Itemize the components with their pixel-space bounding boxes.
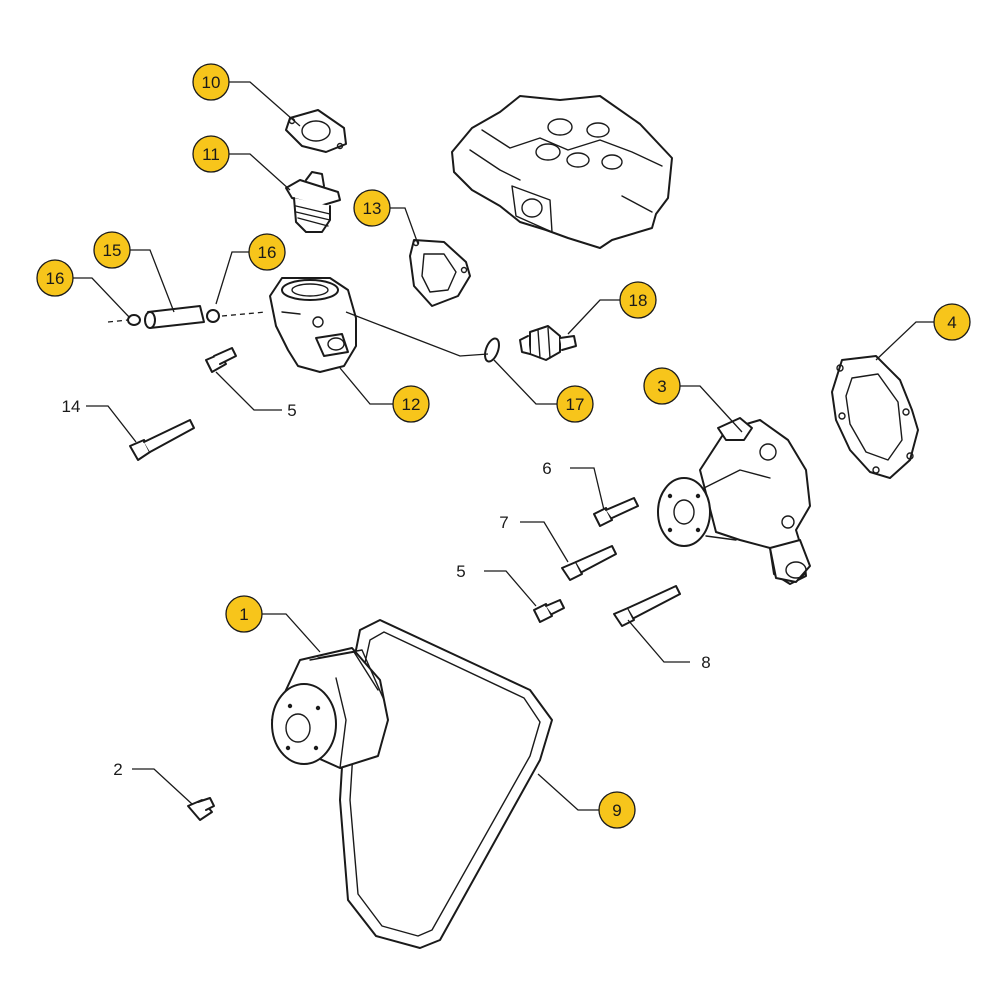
- callout-16-left: 16: [36, 259, 74, 297]
- callout-9: 9: [598, 791, 636, 829]
- leader-lines: [73, 81, 935, 811]
- water-pump: [657, 417, 811, 585]
- callout-5-upper: 5: [287, 401, 296, 420]
- outlet-o-ring: [484, 337, 500, 363]
- callout-7: 7: [499, 513, 508, 532]
- temperature-sender: [519, 325, 577, 361]
- water-pump-gasket: [831, 355, 919, 479]
- svg-text:11: 11: [202, 145, 220, 164]
- svg-text:16: 16: [258, 243, 277, 262]
- callout-13: 13: [353, 189, 391, 227]
- engine-block-fragment: [451, 95, 673, 249]
- callout-18: 18: [619, 281, 657, 319]
- callout-10: 10: [192, 63, 230, 101]
- svg-text:12: 12: [402, 395, 421, 414]
- callout-12: 12: [392, 385, 430, 423]
- thermostat-housing-gasket: [409, 239, 471, 307]
- thermostat-cover-gasket: [285, 109, 347, 153]
- bolt-8: [613, 585, 681, 627]
- callout-16-right: 16: [248, 233, 286, 271]
- svg-text:17: 17: [566, 395, 585, 414]
- thermostat-housing: [269, 277, 357, 373]
- bolt-5-lower: [533, 599, 565, 623]
- bypass-pipe-and-o-rings: [107, 305, 267, 329]
- svg-text:4: 4: [947, 313, 956, 332]
- callout-17: 17: [556, 385, 594, 423]
- svg-text:15: 15: [103, 241, 122, 260]
- svg-text:9: 9: [612, 801, 621, 820]
- bolt-7: [561, 545, 617, 581]
- drive-belt: [339, 619, 553, 949]
- bolt-6: [593, 497, 639, 527]
- svg-text:10: 10: [202, 73, 221, 92]
- bolt-2: [187, 797, 215, 821]
- svg-text:3: 3: [657, 377, 666, 396]
- svg-text:18: 18: [629, 291, 648, 310]
- callout-2: 2: [113, 760, 122, 779]
- callout-5-lower: 5: [456, 562, 465, 581]
- callout-14: 14: [62, 397, 81, 416]
- svg-text:1: 1: [239, 605, 248, 624]
- thermostat: [285, 171, 341, 233]
- svg-text:13: 13: [363, 199, 382, 218]
- callout-4: 4: [933, 303, 971, 341]
- callout-11: 11: [192, 135, 230, 173]
- callout-15: 15: [93, 231, 131, 269]
- bolt-14: [129, 419, 195, 461]
- svg-text:16: 16: [46, 269, 65, 288]
- bolt-5-upper: [205, 347, 237, 373]
- callout-3: 3: [643, 367, 681, 405]
- callout-1: 1: [225, 595, 263, 633]
- callout-8: 8: [701, 653, 710, 672]
- fan-pulley: [271, 647, 389, 769]
- callout-6: 6: [542, 459, 551, 478]
